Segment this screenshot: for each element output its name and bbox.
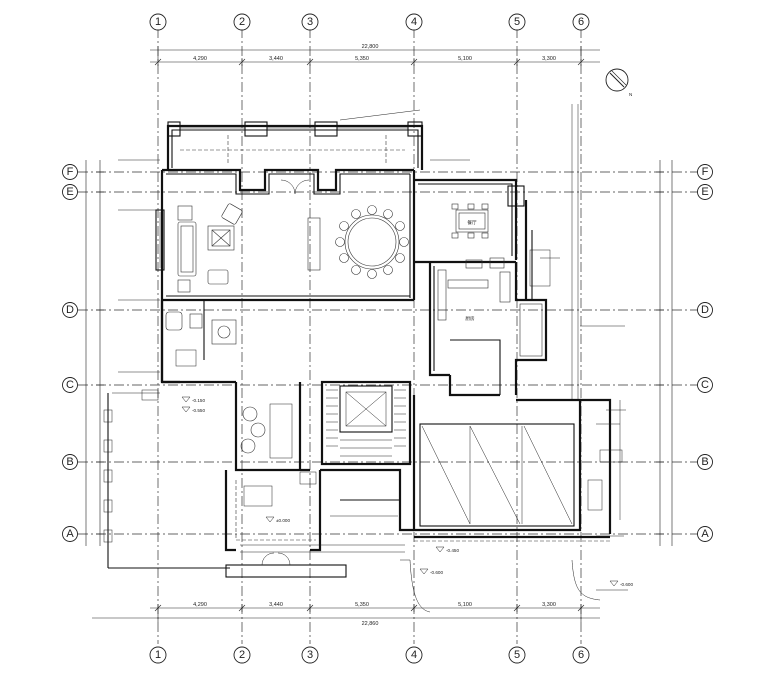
- axis-label: C: [701, 379, 709, 391]
- elevation-label: -0.600: [620, 582, 633, 587]
- elevation-label: -0.150: [192, 398, 205, 403]
- axis-label: E: [701, 186, 708, 198]
- dimension-text: 3,300: [542, 602, 556, 608]
- axis-label: F: [702, 166, 709, 178]
- north-arrow-icon: N: [605, 68, 632, 97]
- elevation-label: ±0.000: [276, 518, 290, 523]
- elevation-label: -0.600: [430, 570, 443, 575]
- axis-label: 6: [578, 16, 584, 28]
- axis-label: 2: [239, 649, 245, 661]
- axis-label: 2: [239, 16, 245, 28]
- kitchen: 厨房: [428, 262, 548, 397]
- dimension-text: 3,300: [542, 56, 556, 62]
- axis-bubble: [697, 377, 713, 393]
- axis-bubble: [149, 13, 167, 31]
- garage: [412, 395, 610, 542]
- driveway-ramp: [400, 559, 601, 613]
- elevation-label: -0.550: [192, 408, 205, 413]
- west-terrace: [103, 389, 230, 569]
- axis-bubble: [697, 302, 713, 318]
- axis-bubble: [62, 302, 78, 318]
- svg-text:N: N: [629, 92, 632, 97]
- axis-label: A: [66, 528, 74, 540]
- north-balcony: [166, 109, 424, 170]
- axis-bubble: [301, 13, 319, 31]
- axis-label: 5: [514, 16, 520, 28]
- axis-label: E: [66, 186, 73, 198]
- dimension-text: 3,440: [269, 56, 283, 62]
- round-dining-table: [335, 205, 409, 279]
- tv-cabinet: [307, 217, 321, 271]
- east-annex: [580, 398, 626, 534]
- axis-label: 1: [155, 649, 161, 661]
- side-service-strip: [524, 104, 579, 400]
- grid-lines: [78, 28, 698, 644]
- dimension-text: 4,290: [193, 56, 207, 62]
- axis-label: 4: [411, 16, 417, 28]
- annotation-leaders: [118, 159, 628, 591]
- axis-bubble: [62, 526, 78, 542]
- lower-hall: [240, 468, 414, 553]
- axis-label: 5: [514, 649, 520, 661]
- axis-label: B: [66, 456, 73, 468]
- dimension-text: 5,100: [458, 56, 472, 62]
- axis-bubble: [508, 13, 526, 31]
- axis-label: 4: [411, 649, 417, 661]
- axis-bubble: [149, 646, 167, 664]
- room-label-dining: 餐厅: [467, 219, 477, 226]
- axis-bubble: [697, 164, 713, 180]
- dining-room: 餐厅: [414, 178, 525, 269]
- top-dimensions: 4,290 3,440 5,350 5,100 3,300 22,800: [150, 44, 600, 66]
- row-bubbles-left: F E D C B A: [62, 164, 78, 542]
- axis-label: 3: [307, 649, 313, 661]
- central-stairs: [320, 380, 412, 466]
- axis-label: D: [66, 304, 74, 316]
- axis-bubble: [508, 646, 526, 664]
- lift-lobby: [234, 382, 310, 472]
- axis-bubble: [697, 184, 713, 200]
- axis-label: 6: [578, 649, 584, 661]
- axis-label: C: [66, 379, 74, 391]
- entrance-foyer: [224, 470, 347, 578]
- axis-bubble: [572, 13, 590, 31]
- bottom-dimensions: 4,290 3,440 5,350 5,100 3,300 22,860: [92, 602, 600, 627]
- axis-label: A: [701, 528, 709, 540]
- axis-label: B: [701, 456, 708, 468]
- dimension-text: 5,100: [458, 602, 472, 608]
- axis-label: 1: [155, 16, 161, 28]
- axis-label: 3: [307, 16, 313, 28]
- dimension-total: 22,800: [362, 44, 379, 50]
- column-bubbles-bottom: 1 2 3 4 5 6: [149, 646, 590, 664]
- axis-bubble: [405, 646, 423, 664]
- bathroom-block: [160, 300, 237, 384]
- axis-bubble: [301, 646, 319, 664]
- axis-label: F: [67, 166, 74, 178]
- side-dimensions: [85, 160, 673, 546]
- axis-bubble: [62, 184, 78, 200]
- dimension-text: 5,350: [355, 602, 369, 608]
- dimension-text: 4,290: [193, 602, 207, 608]
- axis-bubble: [233, 13, 251, 31]
- dimension-text: 3,440: [269, 602, 283, 608]
- dimension-total: 22,860: [362, 621, 379, 627]
- axis-bubble: [62, 454, 78, 470]
- column-bubbles-top: 1 2 3 4 5 6: [149, 13, 590, 31]
- axis-bubble: [62, 164, 78, 180]
- elevation-label: -0.450: [446, 548, 459, 553]
- axis-bubble: [572, 646, 590, 664]
- elevation-marks: -0.150 -0.550 ±0.000 -0.450 -0.600 -0.60…: [181, 396, 633, 587]
- axis-bubble: [697, 526, 713, 542]
- axis-bubble: [62, 377, 78, 393]
- room-label-kitchen: 厨房: [465, 315, 475, 322]
- axis-bubble: [233, 646, 251, 664]
- sofa-set: [177, 203, 243, 293]
- dimension-text: 5,350: [355, 56, 369, 62]
- axis-label: D: [701, 304, 709, 316]
- axis-bubble: [405, 13, 423, 31]
- row-bubbles-right: F E D C B A: [697, 164, 713, 542]
- axis-bubble: [697, 454, 713, 470]
